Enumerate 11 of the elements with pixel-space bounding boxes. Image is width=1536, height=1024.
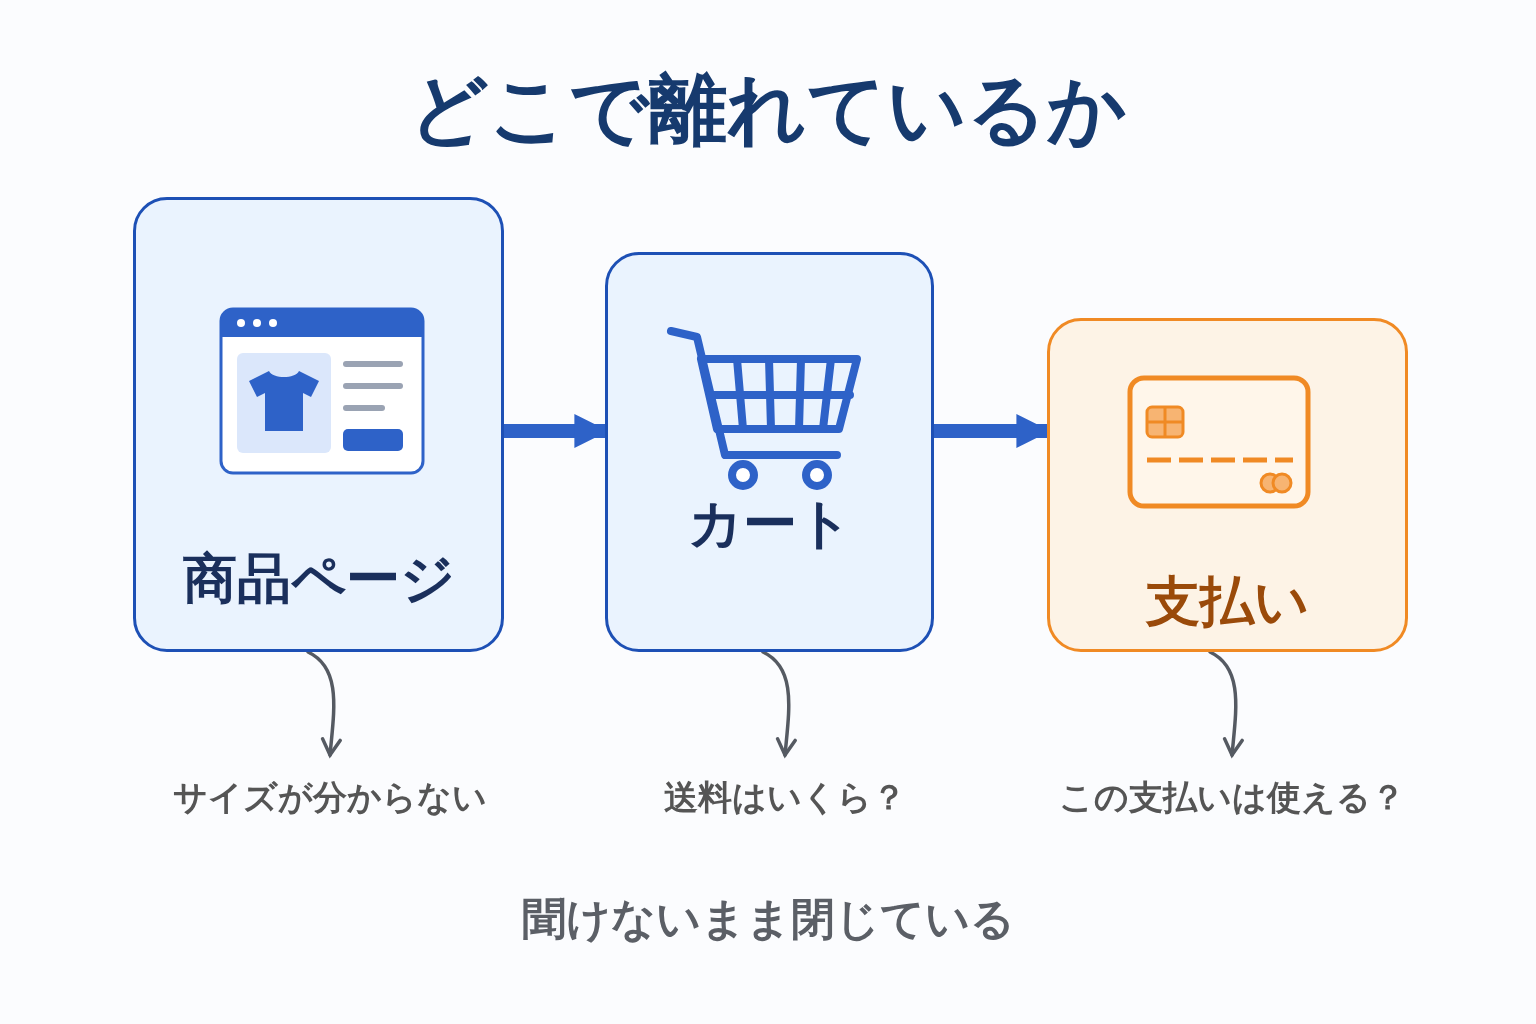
step-card [133, 197, 504, 652]
step-label: 支払い [1144, 569, 1310, 635]
step-label: 商品ページ [181, 546, 456, 612]
summary-text: 聞けないまま閉じている [520, 892, 1016, 946]
step-label: カート [686, 491, 853, 557]
curved-arrow [1208, 650, 1244, 757]
curved-arrow [761, 650, 797, 757]
step-card [1047, 318, 1408, 652]
curved-arrow [306, 650, 342, 757]
step-card [605, 252, 934, 652]
diagram-title: どこで離れているか [408, 63, 1128, 156]
